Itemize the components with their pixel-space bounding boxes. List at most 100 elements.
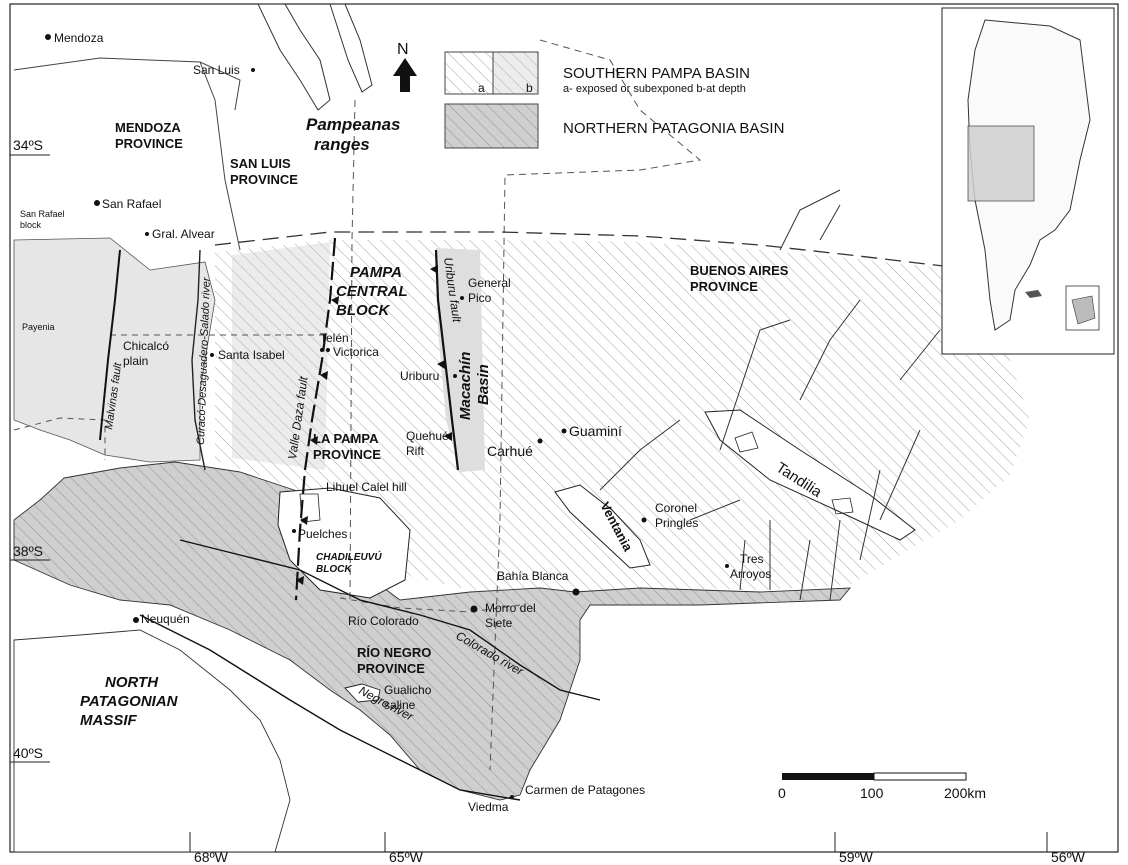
lon-label-68: 68ºW — [194, 849, 229, 865]
pampa-central-block-label: CENTRAL — [336, 283, 408, 300]
north-arrow-icon — [393, 58, 417, 92]
place-label: Carmen de Patagones — [525, 783, 645, 797]
place-label: San Luis — [193, 63, 240, 77]
place-label: Guaminí — [569, 423, 622, 439]
buenos-aires-streams — [779, 189, 841, 251]
place-label: Payenia — [22, 322, 55, 332]
legend-label-b: b — [526, 81, 533, 95]
town-marker — [453, 374, 457, 378]
scale-bar-white — [873, 772, 967, 781]
pampa-central-block-label: PAMPA — [350, 264, 402, 281]
province-boundary — [13, 417, 106, 460]
place-label: Mendoza — [54, 31, 104, 45]
tandilia-inner-outline — [831, 497, 854, 515]
tandilia-inner-outline — [734, 431, 759, 453]
town-marker — [133, 617, 139, 623]
place-label: San Rafael — [102, 197, 161, 211]
rio-negro-province-label: PROVINCE — [357, 661, 425, 676]
place-label: Siete — [485, 616, 513, 630]
pampa-central-block-label: BLOCK — [336, 302, 390, 319]
buenos-aires-province-label: PROVINCE — [690, 279, 758, 294]
scale-label-0: 0 — [778, 785, 786, 801]
legend-box-northern — [444, 103, 539, 149]
pampeanas-ranges-label: ranges — [314, 135, 370, 154]
place-label: Uriburu — [400, 369, 439, 383]
legend-southern-title: SOUTHERN PAMPA BASIN — [563, 65, 750, 82]
town-marker — [572, 588, 580, 596]
buenos-aires-province-label: BUENOS AIRES — [690, 263, 789, 278]
la-pampa-province-label: PROVINCE — [313, 447, 381, 462]
inset-malvinas-islands — [1025, 290, 1042, 298]
place-label: Santa Isabel — [218, 348, 285, 362]
pampeanas-ranges-outline — [257, 3, 331, 111]
lon-label-59: 59ºW — [839, 849, 874, 865]
place-label: Victorica — [333, 345, 379, 359]
pampeanas-ranges-outline — [329, 3, 373, 93]
province-boundary — [214, 231, 961, 269]
place-label: Quehué — [406, 429, 449, 443]
place-label: Carhué — [487, 443, 533, 459]
place-label: Pico — [468, 291, 492, 305]
place-label: Puelches — [298, 527, 347, 541]
chadileuvu-block-label: CHADILEUVÚ — [316, 550, 382, 563]
lon-label-56: 56ºW — [1051, 849, 1086, 865]
place-label: Rift — [406, 444, 425, 458]
place-label: Chicalcó — [123, 339, 169, 353]
inset-antarctica-shape — [1071, 295, 1096, 325]
town-marker — [320, 348, 324, 352]
macachin-basin-label: Basin — [475, 364, 492, 405]
town-marker — [94, 200, 100, 206]
place-label: Pringles — [655, 516, 698, 530]
lat-label-38: 38ºS — [13, 543, 43, 559]
place-label: Telén — [320, 331, 349, 345]
north-label: N — [397, 41, 409, 58]
town-marker — [537, 438, 543, 444]
lon-label-65: 65ºW — [389, 849, 424, 865]
place-label: Tres — [740, 552, 764, 566]
legend-label-a: a — [478, 81, 485, 95]
lat-label-34: 34ºS — [13, 137, 43, 153]
scale-bar-black — [782, 773, 874, 780]
north-patagonian-massif-label: PATAGONIAN — [80, 693, 179, 710]
negro-river-line — [139, 614, 521, 801]
legend-northern-title: NORTHERN PATAGONIA BASIN — [563, 120, 784, 137]
ventania-range-outline — [554, 484, 651, 569]
town-marker — [460, 296, 464, 300]
west-grey-area — [13, 237, 216, 463]
rio-negro-province-label: RÍO NEGRO — [357, 645, 431, 660]
town-marker — [292, 529, 296, 533]
pampeanas-ranges-label: Pampeanas — [306, 115, 401, 134]
place-label: saline — [384, 698, 416, 712]
scale-label-100: 100 — [860, 785, 884, 801]
colorado-river-line — [179, 539, 601, 701]
place-label: Gral. Alvear — [152, 227, 215, 241]
chadileuvu-block-outline — [277, 487, 411, 599]
chadileuvu-block-label: BLOCK — [316, 564, 352, 575]
gualicho-saline-shape — [344, 683, 381, 703]
place-label: Arroyos — [730, 567, 771, 581]
malvinas-fault-line — [99, 249, 121, 441]
lat-label-40: 40ºS — [13, 745, 43, 761]
tandilia-range-outline — [704, 409, 916, 541]
town-marker — [210, 353, 214, 357]
curaco-river-line — [191, 249, 206, 471]
place-label: Coronel — [655, 501, 697, 515]
curaco-river-label: Curacó-Desaguadero-Salado river — [195, 276, 213, 445]
mendoza-province-label: PROVINCE — [115, 136, 183, 151]
macachin-basin-label: Macachín — [457, 352, 474, 420]
southern-pampa-basin-depth — [232, 242, 330, 470]
place-label: General — [468, 276, 511, 290]
town-marker — [470, 605, 478, 613]
town-marker — [725, 564, 729, 568]
town-marker — [326, 348, 330, 352]
buenos-aires-streams — [599, 299, 941, 601]
place-label: Viedma — [468, 800, 509, 814]
town-marker — [510, 795, 514, 799]
place-label: Neuquén — [141, 612, 190, 626]
town-marker — [145, 232, 149, 236]
place-label: Gualicho — [384, 683, 432, 697]
mendoza-province-label: MENDOZA — [115, 120, 181, 135]
san-luis-province-label: SAN LUIS — [230, 156, 291, 171]
legend-southern-sub: a- exposed or subexponed b-at depth — [563, 83, 746, 95]
